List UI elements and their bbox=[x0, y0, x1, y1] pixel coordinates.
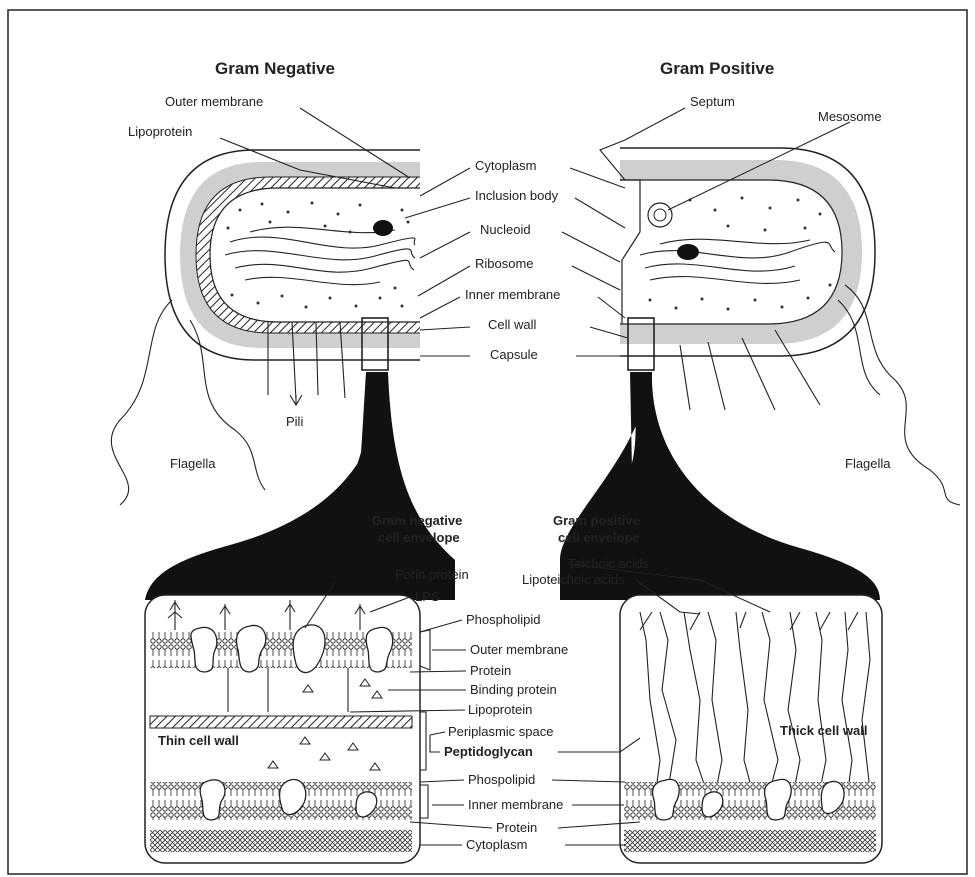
neg-envelope-layers bbox=[150, 600, 412, 852]
label-lipoprotein-env: Lipoprotein bbox=[468, 702, 532, 717]
label-capsule: Capsule bbox=[490, 347, 538, 362]
gram-positive-cell bbox=[620, 148, 960, 505]
label-protein-top: Protein bbox=[470, 663, 511, 678]
label-outer-membrane: Outer membrane bbox=[165, 94, 263, 109]
funnel-right bbox=[622, 372, 880, 600]
label-thick-cell-wall: Thick cell wall bbox=[780, 723, 867, 738]
env-neg-title-1: Gram negative bbox=[372, 513, 462, 528]
label-porin-protein: Porin protein bbox=[395, 567, 469, 582]
label-binding-protein: Binding protein bbox=[470, 682, 557, 697]
label-flagella-right: Flagella bbox=[845, 456, 891, 471]
label-outer-membrane-env: Outer membrane bbox=[470, 642, 568, 657]
label-teichoic-acids: Teichoic acids bbox=[568, 556, 649, 571]
gram-negative-title: Gram Negative bbox=[215, 59, 335, 78]
label-phospolipid-bottom: Phospolipid bbox=[468, 772, 535, 787]
label-inner-membrane: Inner membrane bbox=[465, 287, 560, 302]
env-pos-title-2: cell envelope bbox=[558, 530, 640, 545]
label-cytoplasm: Cytoplasm bbox=[475, 158, 536, 173]
label-mesosome: Mesosome bbox=[818, 109, 882, 124]
env-neg-title-2: cell envelope bbox=[378, 530, 460, 545]
label-lipoprotein: Lipoprotein bbox=[128, 124, 192, 139]
label-lipoteichoic-acids: Lipoteichoic acids bbox=[522, 572, 625, 587]
label-cytoplasm-env: Cytoplasm bbox=[466, 837, 527, 852]
env-pos-title-1: Gram positive bbox=[553, 513, 640, 528]
label-septum: Septum bbox=[690, 94, 735, 109]
label-flagella-left: Flagella bbox=[170, 456, 216, 471]
label-lps: LPS bbox=[415, 589, 440, 604]
label-ribosome: Ribosome bbox=[475, 256, 534, 271]
funnel-left-a bbox=[293, 372, 455, 600]
label-cell-wall: Cell wall bbox=[488, 317, 537, 332]
label-inclusion-body: Inclusion body bbox=[475, 188, 559, 203]
label-phospholipid-top: Phospholipid bbox=[466, 612, 540, 627]
label-protein-bottom: Protein bbox=[496, 820, 537, 835]
label-nucleoid: Nucleoid bbox=[480, 222, 531, 237]
label-thin-cell-wall: Thin cell wall bbox=[158, 733, 239, 748]
label-peptidoglycan: Peptidoglycan bbox=[444, 744, 533, 759]
gram-positive-title: Gram Positive bbox=[660, 59, 774, 78]
label-pili: Pili bbox=[286, 414, 303, 429]
label-periplasmic-space: Periplasmic space bbox=[448, 724, 554, 739]
label-inner-membrane-env: Inner membrane bbox=[468, 797, 563, 812]
